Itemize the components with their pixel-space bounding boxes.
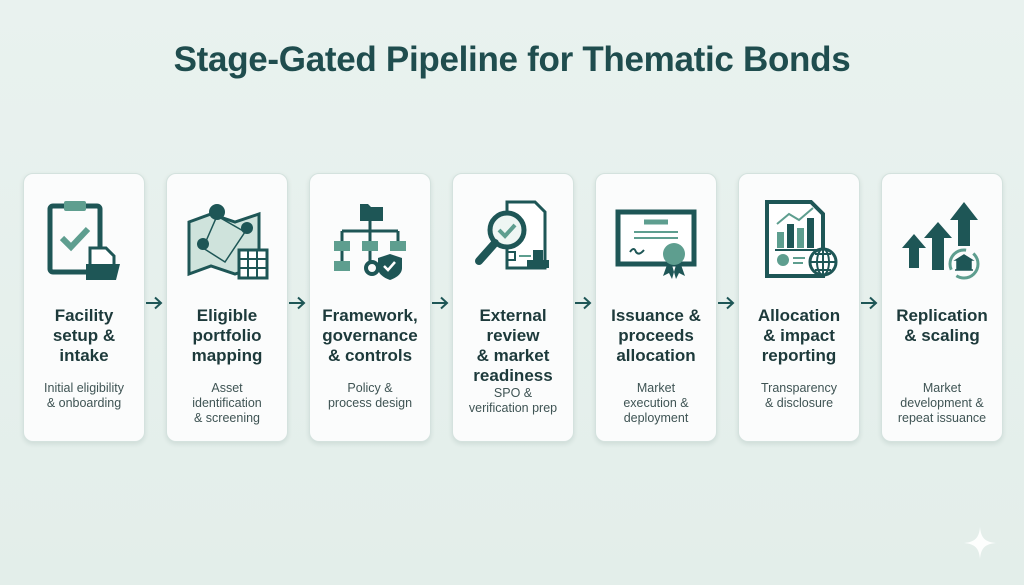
map-pins-icon xyxy=(187,204,269,280)
arrow-right-icon xyxy=(146,296,163,310)
stage-description: Transparency& disclosure xyxy=(761,381,837,410)
page-title: Stage-Gated Pipeline for Thematic Bonds xyxy=(173,40,851,79)
org-chart-shield-icon xyxy=(334,204,406,280)
stage-title: Replication& scaling xyxy=(896,306,988,345)
magnifier-document-icon xyxy=(475,200,549,270)
arrow-right-icon xyxy=(718,296,735,310)
arrow-right-icon xyxy=(432,296,449,310)
arrow-right-icon xyxy=(575,296,592,310)
certificate-icon xyxy=(615,209,697,279)
stage-description: Initial eligibility& onboarding xyxy=(44,381,124,410)
sparkle-icon xyxy=(964,527,996,559)
stage-title: Framework,governance& controls xyxy=(322,306,418,365)
stage-description: SPO &verification prep xyxy=(468,386,558,415)
arrows-up-bank-icon xyxy=(902,202,980,280)
stage-description: Policy &process design xyxy=(327,381,413,410)
report-globe-icon xyxy=(765,200,838,278)
arrow-right-icon xyxy=(289,296,306,310)
clipboard-check-icon xyxy=(47,201,120,280)
arrow-right-icon xyxy=(861,296,878,310)
